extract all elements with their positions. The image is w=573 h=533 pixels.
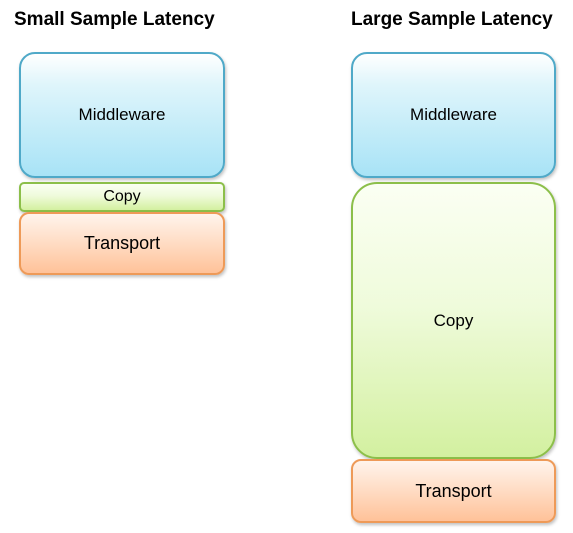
small-middleware-label: Middleware — [78, 105, 166, 124]
large-sample-latency-title: Large Sample Latency — [351, 9, 553, 30]
small-middleware-block: Middleware — [19, 52, 225, 178]
large-middleware-block: Middleware — [351, 52, 556, 178]
small-transport-label: Transport — [83, 233, 161, 253]
small-copy-label: Copy — [103, 188, 141, 205]
large-transport-block: Transport — [351, 459, 556, 523]
small-copy-block: Copy — [19, 182, 225, 212]
large-copy-label: Copy — [433, 310, 474, 330]
small-transport-block: Transport — [19, 212, 225, 275]
large-copy-block: Copy — [351, 182, 556, 459]
large-transport-label: Transport — [415, 480, 492, 501]
large-middleware-label: Middleware — [410, 105, 497, 124]
small-sample-latency-title: Small Sample Latency — [14, 9, 215, 30]
